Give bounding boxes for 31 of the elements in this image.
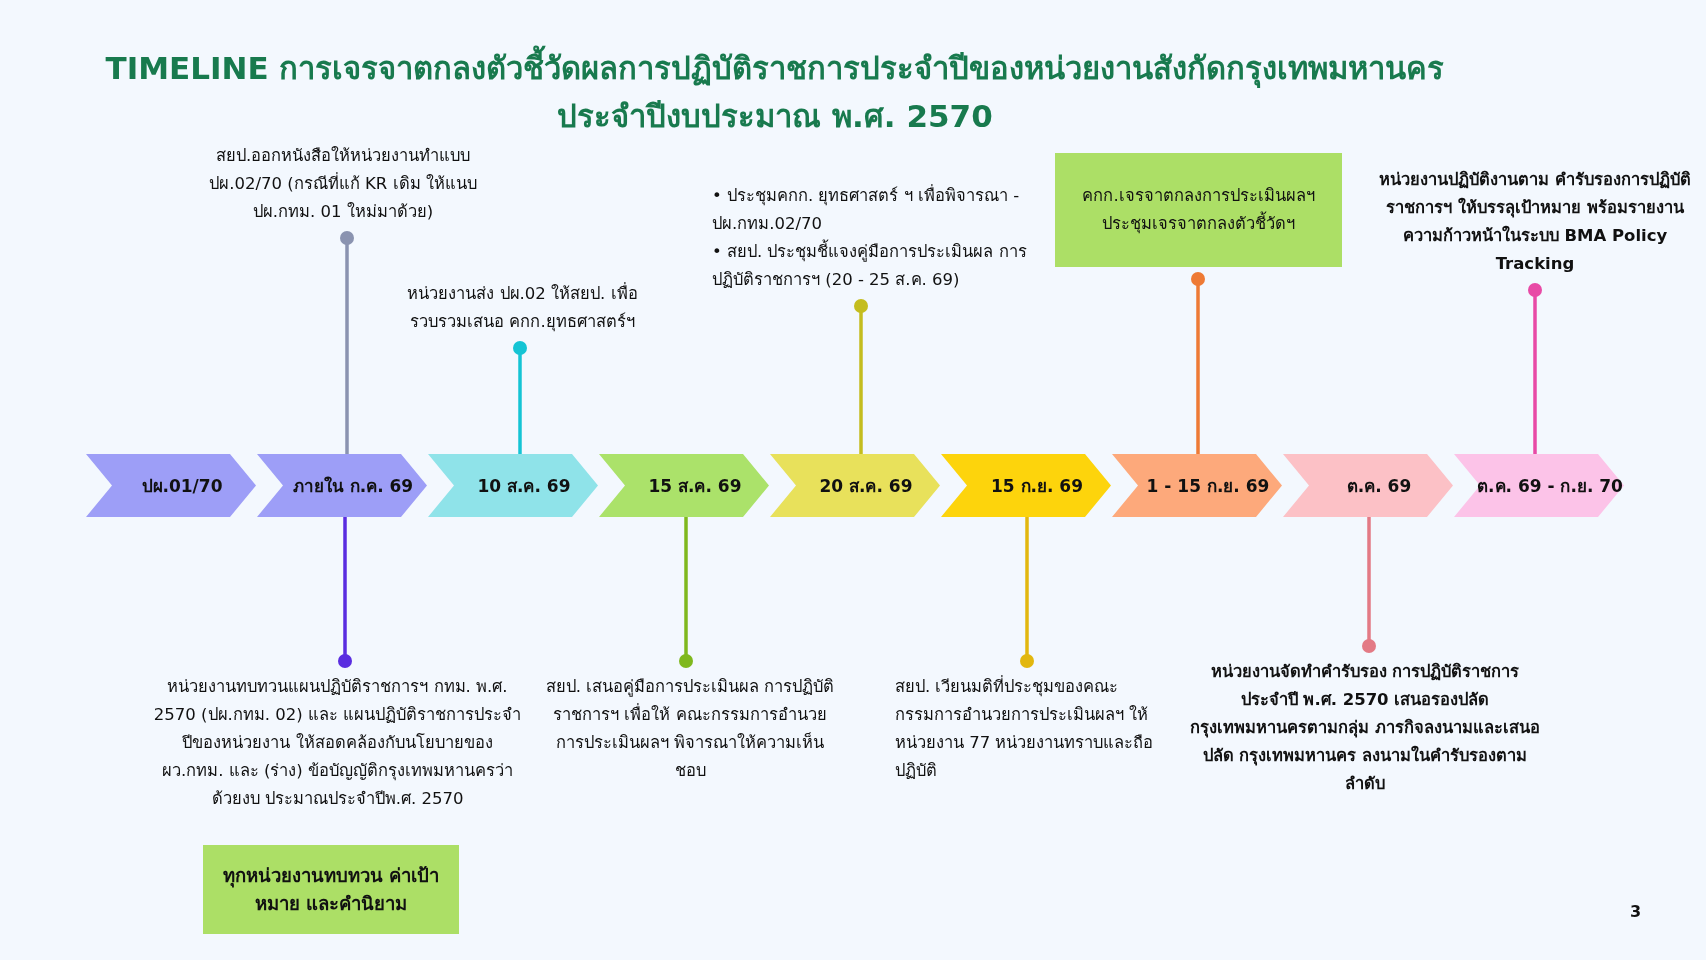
step-description: หน่วยงานทบทวนแผนปฏิบัติราชการฯ กทม. พ.ศ. 2570 (ปผ.กทม. 02) และ แผนปฏิบัติราชการประจำปีของหน่วยงาน ให้สอดคล้องกับนโยบายของ ผว.กทม. และ (ร่าง) ข้อบัญญัติกรุงเทพมหานครว่าด้วยงบ ประมาณประจำปีพ.ศ. 2570 [150, 673, 525, 813]
pin-line [1362, 517, 1376, 653]
date-step: 15 ส.ค. 69 [599, 454, 769, 517]
step-description: หน่วยงานจัดทำคำรับรอง การปฏิบัติราชการ ประจำปี พ.ศ. 2570 เสนอรองปลัดกรุงเทพมหานครตามกลุ่ม ภารกิจลงนามและเสนอปลัด กรุงเทพมหานคร ลงนามในคำรับรองตาม ลำดับ [1190, 658, 1540, 798]
pin-line [679, 517, 693, 668]
date-step: 20 ส.ค. 69 [770, 454, 940, 517]
bullet-item: • ประชุมคกก. ยุทธศาสตร์ ฯ เพื่อพิจารณา - ปผ.กทม.02/70 [712, 183, 1021, 235]
pin-line [1528, 283, 1542, 454]
date-step: ปผ.01/70 [86, 454, 256, 517]
highlight-box: ทุกหน่วยงานทบทวน ค่าเป้าหมาย และคำนิยาม [203, 845, 459, 934]
pin-line [854, 299, 868, 454]
bullet-item: • สยป. ประชุมชี้แจงคู่มือการประเมินผล การปฏิบัติราชการฯ (20 - 25 ส.ค. 69) [712, 238, 1040, 294]
pin-line [513, 341, 527, 454]
step-description: สยป. เสนอคู่มือการประเมินผล การปฏิบัติราชการฯ เพื่อให้ คณะกรรมการอำนวยการประเมินผลฯ พิจารณาให้ความเห็นชอบ [545, 673, 835, 785]
date-step: ต.ค. 69 [1283, 454, 1453, 517]
page-number: 3 [1630, 902, 1642, 921]
date-step: ต.ค. 69 - ก.ย. 70 [1454, 454, 1624, 517]
pin-line [338, 517, 352, 668]
pin-line [1191, 272, 1205, 454]
date-step: 10 ส.ค. 69 [428, 454, 598, 517]
date-step: ภายใน ก.ค. 69 [257, 454, 427, 517]
step-description: หน่วยงานส่ง ปผ.02 ให้สยป. เพื่อรวบรวมเสนอ คกก.ยุทธศาสตร์ฯ [395, 280, 650, 336]
date-step: 15 ก.ย. 69 [941, 454, 1111, 517]
highlight-box: คกก.เจรจาตกลงการประเมินผลฯ ประชุมเจรจาตกลงตัวชี้วัดฯ [1055, 153, 1342, 267]
step-description: สยป. เวียนมติที่ประชุมของคณะ กรรมการอำนวยการประเมินผลฯ ให้ หน่วยงาน 77 หน่วยงานทราบและถือ ปฏิบัติ [895, 673, 1185, 785]
date-step: 1 - 15 ก.ย. 69 [1112, 454, 1282, 517]
title: TIMELINE การเจรจาตกลงตัวชี้วัดผลการปฏิบัติราชการประจำปีของหน่วยงานสังกัดกรุงเทพมหานคร ประจำปีงบประมาณ พ.ศ. 2570 [60, 44, 1490, 140]
pin-line [1020, 517, 1034, 668]
step-description: สยป.ออกหนังสือให้หน่วยงานทำแบบ ปผ.02/70 (กรณีที่แก้ KR เดิม ให้แนบ ปผ.กทม. 01 ใหม่มาด้วย) [203, 142, 483, 226]
step-description: หน่วยงานปฏิบัติงานตาม คำรับรองการปฏิบัติราชการฯ ให้บรรลุเป้าหมาย พร้อมรายงาน ความก้าวหน้าในระบบ BMA Policy Tracking [1375, 166, 1695, 278]
pin-line [340, 231, 354, 454]
